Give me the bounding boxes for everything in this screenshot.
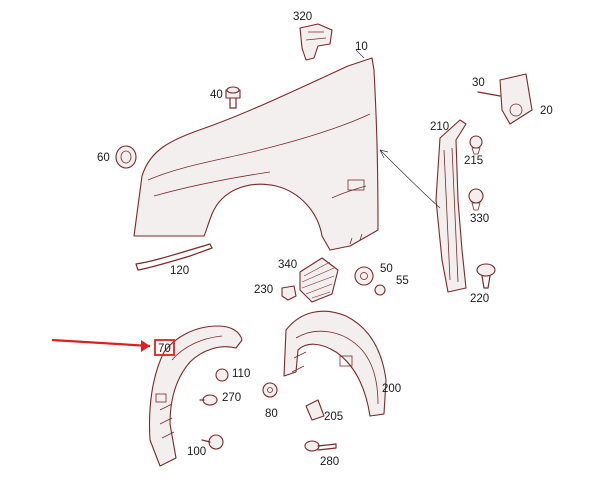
label-110: 110: [232, 368, 250, 380]
part-10-fender: [133, 57, 379, 251]
label-340: 340: [278, 259, 297, 271]
label-70: 70: [158, 343, 171, 355]
part-30-pin: [477, 91, 501, 97]
part-50-washer: [354, 266, 374, 286]
label-220: 220: [470, 293, 489, 305]
part-70-wheel-liner: [148, 325, 243, 467]
label-10: 10: [355, 41, 368, 53]
part-200-wheel-liner: [283, 310, 387, 417]
label-320: 320: [293, 11, 312, 23]
part-210-bracket: [435, 119, 467, 293]
part-80-clip: [262, 382, 278, 398]
label-120: 120: [170, 265, 189, 277]
part-340-mesh-cover: [299, 257, 339, 303]
part-110-clip: [215, 368, 229, 382]
part-55-nut: [374, 284, 386, 296]
label-270: 270: [222, 392, 241, 404]
label-55: 55: [396, 275, 409, 287]
part-100-screw: [201, 434, 224, 450]
part-280-screw: [304, 440, 337, 452]
part-270-screw: [199, 394, 218, 406]
part-220-screw: [476, 263, 496, 289]
label-230: 230: [254, 284, 273, 296]
highlight-box-70: [154, 339, 175, 356]
label-210: 210: [430, 121, 449, 133]
part-215-clip: [469, 135, 483, 155]
part-60-grommet: [115, 145, 137, 169]
arrow-210-to-fender: [379, 149, 441, 209]
label-30: 30: [472, 77, 485, 89]
label-330: 330: [470, 213, 489, 225]
label-100: 100: [187, 446, 206, 458]
leader-10: [355, 49, 365, 59]
part-330-clip: [468, 188, 484, 211]
label-40: 40: [210, 89, 223, 101]
arrowhead-210: [379, 149, 389, 159]
label-200: 200: [382, 383, 401, 395]
part-20-plate: [499, 73, 533, 125]
part-230-clip: [281, 285, 297, 301]
label-80: 80: [265, 408, 278, 420]
label-215: 215: [464, 155, 483, 167]
part-320-bracket: [299, 23, 333, 61]
part-120-trim-strip: [135, 243, 213, 271]
part-40-bolt: [225, 86, 241, 109]
highlight-arrow: [51, 338, 151, 352]
label-205: 205: [324, 411, 343, 423]
part-205-clip: [305, 399, 325, 421]
label-50: 50: [380, 263, 393, 275]
label-60: 60: [97, 152, 110, 164]
label-280: 280: [320, 456, 339, 468]
label-20: 20: [540, 105, 553, 117]
